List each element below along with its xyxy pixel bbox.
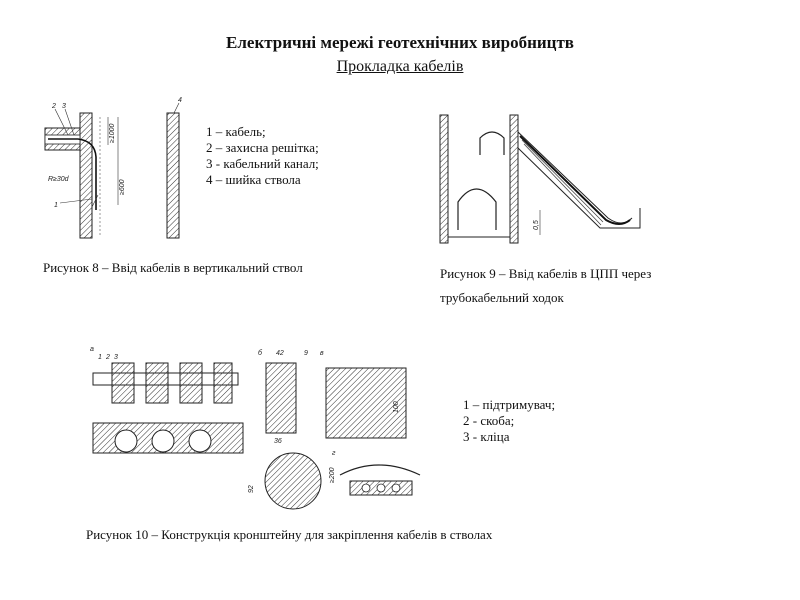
legend-item: 1 – кабель; (206, 124, 266, 139)
fig10-dim-42: 42 (276, 350, 284, 357)
fig10-label-2: 2 (105, 354, 110, 361)
fig8-label-3: 3 (62, 103, 66, 110)
fig8-radius-label: R≥30d (48, 176, 70, 183)
fig9-dim-label: 0,5 (533, 220, 540, 230)
cable-bundle (519, 135, 631, 225)
shaft-left-wall (439, 114, 449, 244)
fig10-label-1: 1 (98, 354, 102, 361)
figure-10-caption: Рисунок 10 – Конструкція кронштейну для … (86, 527, 493, 542)
fig10-label-g: г (332, 450, 336, 457)
fig10-label-a: а (90, 346, 94, 353)
slide-subtitle: Прокладка кабелів (0, 58, 800, 76)
shaft-right-wall (509, 114, 519, 244)
slide-title: Електричні мережі геотехнічних виробницт… (226, 33, 574, 52)
legend-item: 2 – захисна решітка; (206, 140, 319, 155)
figure-8-drawing: 2 3 4 1 ≥1000 ≥600 R≥30d (44, 97, 182, 239)
shaft-left-wall (79, 112, 93, 239)
legend-item: 4 – шийка ствола (206, 172, 301, 187)
fig8-label-4: 4 (178, 97, 182, 104)
inclined-passage-bottom (517, 147, 641, 229)
caption-line: трубокабельний ходок (440, 290, 564, 305)
clamp-arc (339, 464, 421, 476)
legend-item: 3 - кліца (463, 429, 510, 444)
fig10-label-b: б (258, 349, 263, 357)
legend-item: 1 – підтримувач; (463, 397, 556, 412)
figure-8-legend: 1 – кабель; 2 – захисна решітка; 3 - каб… (206, 124, 319, 188)
detail-block-b (265, 362, 297, 434)
fig10-label-v: в (320, 350, 324, 357)
subtitle-text: Прокладка кабелів (336, 58, 464, 75)
cable-path (48, 138, 97, 210)
legend-item: 2 - скоба; (463, 413, 515, 428)
figure-10-legend: 1 – підтримувач; 2 - скоба; 3 - кліца (463, 397, 555, 445)
fig8-dim-1000: ≥1000 (109, 123, 116, 143)
inclined-passage-top (517, 131, 633, 224)
figure-10-drawing: а 1 2 3 б в 42 9 100 36 92 г ≥200 (90, 346, 421, 510)
fig8-label-2: 2 (51, 103, 56, 110)
detail-circle (264, 452, 322, 510)
figure-9-drawing: 0,5 (439, 114, 641, 244)
upper-chamber (479, 131, 505, 155)
figure-8-caption: Рисунок 8 – Ввід кабелів в вертикальний … (43, 260, 303, 275)
fig10-dim-36: 36 (274, 438, 282, 445)
detail-block-v (325, 367, 407, 439)
caption-line: Рисунок 9 – Ввід кабелів в ЦПП через (440, 266, 652, 281)
fig8-label-1: 1 (54, 202, 58, 209)
fig10-label-3: 3 (114, 354, 118, 361)
fig8-dim-600: ≥600 (119, 179, 126, 195)
shaft-right-wall (166, 112, 180, 239)
fig10-dim-100: 100 (393, 401, 400, 413)
fig10-dim-9: 9 (304, 350, 308, 357)
fig10-dim-92: 92 (248, 485, 255, 493)
legend-item: 3 - кабельний канал; (206, 156, 319, 171)
lower-chamber (457, 188, 497, 230)
figure-9-caption: Рисунок 9 – Ввід кабелів в ЦПП через тру… (440, 262, 651, 310)
fig10-dim-200: ≥200 (329, 467, 336, 483)
